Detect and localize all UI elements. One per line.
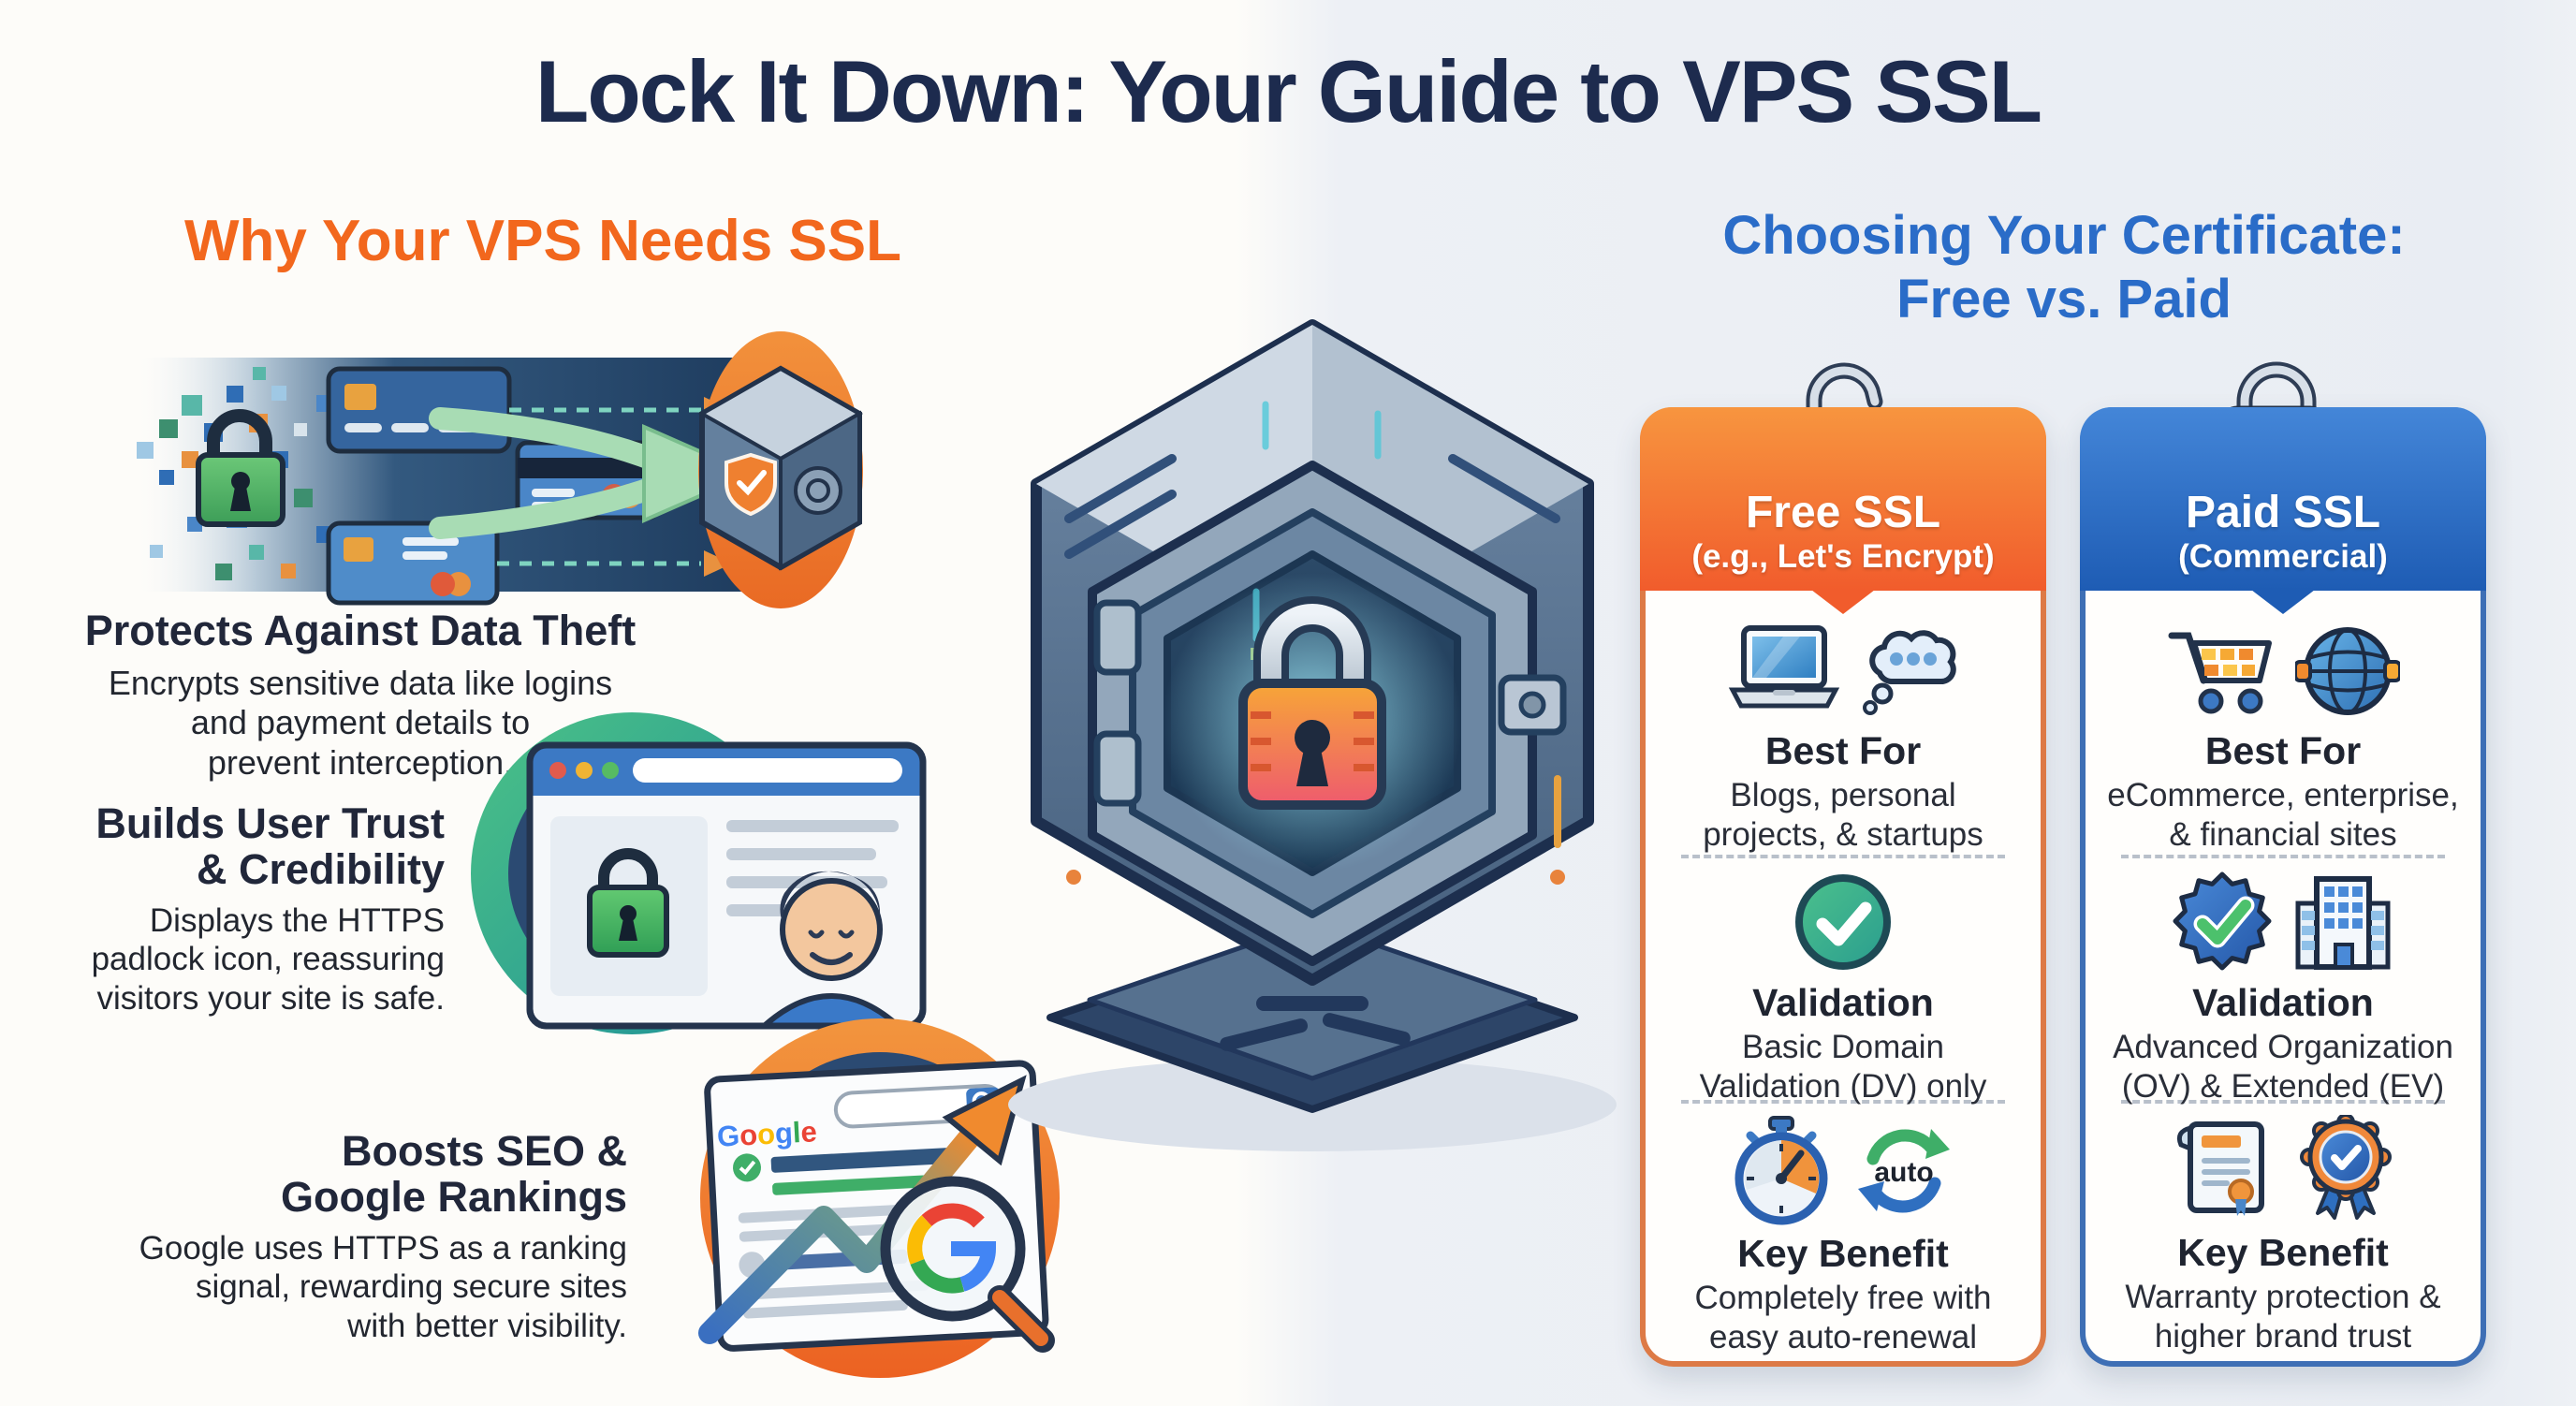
benefit-description: Encrypts sensitive data like logins and … [108, 663, 613, 782]
data-theft-illustration [131, 330, 871, 615]
padlock-icon [196, 409, 285, 527]
card-subtitle: (e.g., Let's Encrypt) [1691, 538, 1995, 575]
card-body: Best For Blogs, personal projects, & sta… [1646, 596, 2041, 1356]
auto-renewal-icon: auto [1858, 1129, 1950, 1213]
card-header: Free SSL (e.g., Let's Encrypt) [1640, 407, 2046, 591]
section-text: eCommerce, enterprise, & financial sites [2107, 777, 2459, 853]
stopwatch-icon [1734, 1116, 1828, 1225]
glowing-padlock-icon [1238, 596, 1386, 810]
building-icon [2295, 876, 2391, 970]
google-logo: Google [716, 1115, 818, 1153]
section-label: Key Benefit [2177, 1230, 2389, 1274]
right-section-heading: Choosing Your Certificate: Free vs. Paid [1722, 205, 2406, 330]
card-body: Best For eCommerce, enterprise, & financ… [2086, 596, 2481, 1356]
section-label: Key Benefit [1737, 1232, 1949, 1275]
validation-section: Validation Basic Domain Validation (DV) … [1655, 858, 2031, 1105]
google-g-logo [907, 1203, 997, 1294]
vault-icon [697, 331, 864, 608]
section-text: Completely free with easy auto-renewal [1694, 1280, 1992, 1356]
benefit-title: Builds User Trust & Credibility [95, 799, 445, 893]
divider [2121, 855, 2445, 858]
best-for-section: Best For eCommerce, enterprise, & financ… [2095, 609, 2471, 855]
section-text: Advanced Organization (OV) & Extended (E… [2113, 1029, 2453, 1106]
server-vault-padlock-icon [1008, 319, 1617, 1151]
benefit-data-theft: Protects Against Data Theft Encrypts sen… [56, 608, 665, 783]
section-label: Validation [2192, 981, 2374, 1024]
encrypted-data-flow-vault-icon [137, 331, 864, 608]
section-text: Basic Domain Validation (DV) only [1699, 1029, 1987, 1106]
laptop-icon [1728, 625, 1839, 709]
page-title: Lock It Down: Your Guide to VPS SSL [534, 42, 2042, 140]
secure-browser-user-icon [471, 712, 927, 1034]
magnifier-icon [880, 1176, 1055, 1353]
check-circle-icon [1795, 874, 1891, 970]
award-ribbon-icon [2300, 1115, 2392, 1221]
section-label: Validation [1752, 981, 1934, 1024]
best-for-section: Best For Blogs, personal projects, & sta… [1655, 609, 2031, 855]
section-label: Best For [1764, 728, 1922, 772]
section-text: Blogs, personal projects, & startups [1703, 777, 1983, 853]
globe-icon [2295, 627, 2400, 716]
card-title: Paid SSL [2185, 487, 2381, 537]
credit-card [326, 520, 500, 606]
section-label: Best For [2204, 728, 2362, 772]
card-subtitle: (Commercial) [2178, 538, 2388, 575]
card-header: Paid SSL (Commercial) [2080, 407, 2486, 591]
benefit-title: Protects Against Data Theft [84, 607, 637, 654]
verified-badge-icon [2173, 871, 2272, 971]
browser-window [526, 741, 927, 1030]
https-padlock-icon [587, 848, 669, 958]
validation-section: Validation Advanced Organization (OV) & … [2095, 858, 2471, 1105]
left-section-heading: Why Your VPS Needs SSL [183, 209, 901, 273]
key-benefit-section: auto Key Benefit Completely free with ea… [1655, 1104, 2031, 1356]
converge-arrow-icon [429, 407, 755, 539]
section-text: Warranty protection & higher brand trust [2125, 1279, 2441, 1355]
divider [1681, 1100, 2005, 1104]
google-seo-growth-icon [698, 1018, 1060, 1378]
benefit-description: Google uses HTTPS as a ranking signal, r… [139, 1230, 627, 1344]
vault-illustration [985, 273, 1640, 1172]
divider [1681, 855, 2005, 858]
benefit-description: Displays the HTTPS padlock icon, reassur… [91, 902, 445, 1017]
certificate-icon [2176, 1121, 2264, 1217]
credit-card [326, 366, 512, 454]
paid-ssl-card: Paid SSL (Commercial) [2080, 361, 2486, 1367]
seo-illustration: Google [683, 1013, 1086, 1406]
key-benefit-section: Key Benefit Warranty protection & higher… [2095, 1104, 2471, 1356]
benefit-title: Boosts SEO & Google Rankings [280, 1127, 627, 1221]
card-title: Free SSL [1745, 487, 1941, 537]
free-ssl-card: Free SSL (e.g., Let's Encrypt) [1640, 362, 2046, 1367]
thought-bubble-icon [1862, 630, 1956, 716]
benefit-trust: Builds User Trust & Credibility Displays… [28, 799, 445, 1018]
auto-badge-label: auto [1874, 1157, 1933, 1188]
divider [2121, 1100, 2445, 1104]
benefit-seo: Boosts SEO & Google Rankings Google uses… [117, 1127, 627, 1345]
shopping-cart-icon [2168, 632, 2272, 714]
trust-illustration [468, 700, 1039, 1051]
